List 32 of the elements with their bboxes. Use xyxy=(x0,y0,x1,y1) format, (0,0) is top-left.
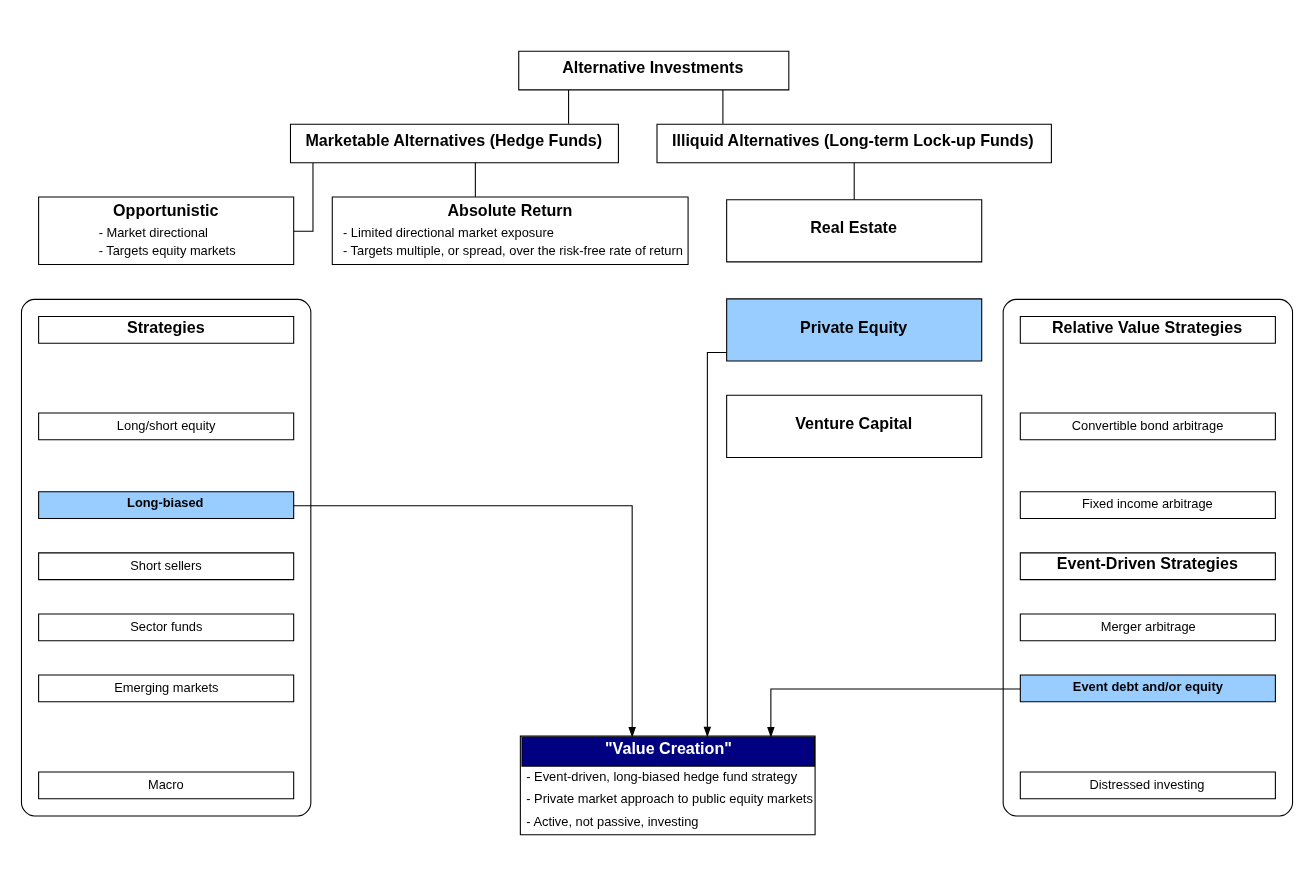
node-box: Alternative Investments xyxy=(518,50,790,90)
arrow xyxy=(293,504,636,738)
arrow xyxy=(703,351,728,737)
node-box: Event debt and/or equity xyxy=(1019,674,1276,702)
node-box: Absolute Return - Limited directional market exposure - Targets multiple, or spread, over the risk-free rate of return xyxy=(331,196,689,265)
node-box: Macro xyxy=(38,771,295,799)
node-box: Illiquid Alternatives (Long-term Lock-up Funds) xyxy=(656,123,1052,163)
node-box: Opportunistic - Market directional - Targets equity markets xyxy=(38,196,295,265)
node-box: Long/short equity xyxy=(38,411,295,440)
node-box: Fixed income arbitrage xyxy=(1019,490,1276,519)
cluster xyxy=(1002,298,1294,816)
node-box: Convertible bond arbitrage xyxy=(1019,411,1276,440)
node-box: Private Equity xyxy=(726,297,983,362)
node-box: Relative Value Strategies xyxy=(1019,315,1276,344)
node-box: Distressed investing xyxy=(1019,771,1276,799)
node-box: Emerging markets xyxy=(38,674,295,702)
node-box: Event-Driven Strategies xyxy=(1019,551,1276,580)
arrow xyxy=(767,687,1021,738)
node-box: Marketable Alternatives (Hedge Funds) xyxy=(289,123,619,163)
node-box: Merger arbitrage xyxy=(1019,612,1276,641)
connector xyxy=(853,161,855,200)
connector xyxy=(293,161,314,232)
cluster xyxy=(20,298,312,816)
connector xyxy=(568,89,570,124)
node-box: Short sellers xyxy=(38,551,295,580)
node-box: Venture Capital xyxy=(726,394,983,458)
node-box: Sector funds xyxy=(38,612,295,641)
node-box: Long-biased xyxy=(38,490,295,519)
connector xyxy=(722,89,724,124)
node-box: Strategies xyxy=(38,315,295,344)
connector xyxy=(474,161,476,197)
node-box: Real Estate xyxy=(726,198,983,262)
